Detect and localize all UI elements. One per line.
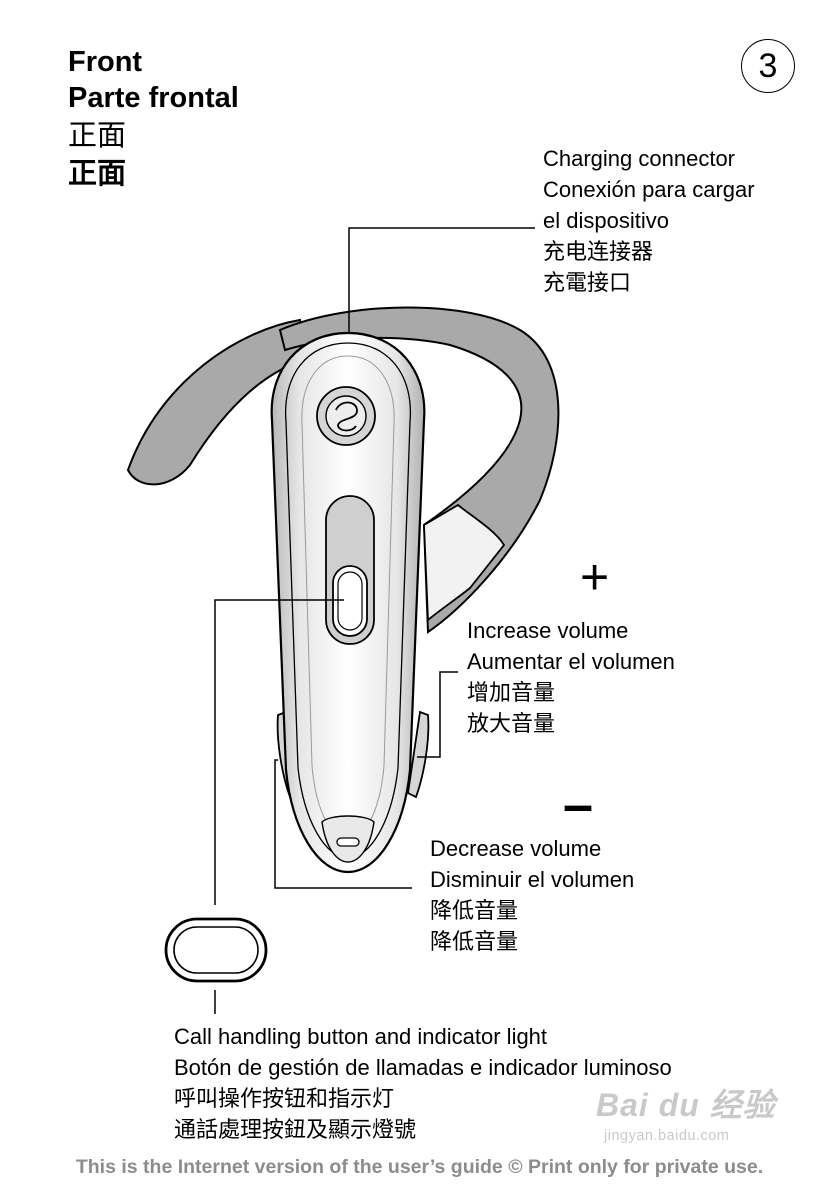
call-button-detail-icon	[164, 917, 268, 983]
title-front: Front	[68, 46, 143, 78]
charging-connector-es-1: Conexión para cargar	[543, 177, 755, 202]
increase-volume-es: Aumentar el volumen	[467, 649, 675, 674]
decrease-volume-zh-tw: 降低音量	[430, 929, 519, 954]
decrease-volume-es: Disminuir el volumen	[430, 867, 635, 892]
watermark-url: jingyan.baidu.com	[604, 1128, 730, 1144]
increase-volume-zh-cn: 增加音量	[467, 680, 556, 705]
call-button-zh-cn: 呼叫操作按钮和指示灯	[174, 1086, 395, 1111]
ear-hook	[126, 306, 560, 634]
call-button-zh-tw: 通話處理按鈕及顯示燈號	[174, 1117, 417, 1142]
minus-symbol: –	[563, 775, 594, 835]
plus-symbol: +	[580, 549, 610, 605]
charging-connector-es-2: el dispositivo	[543, 208, 669, 233]
baidu-watermark: Bai du 经验 jingyan.baidu.com	[590, 1066, 790, 1156]
charging-connector-zh-tw: 充電接口	[543, 270, 632, 295]
title-front-spanish: Parte frontal	[68, 82, 239, 114]
title-front-chinese-simplified: 正面	[68, 120, 127, 152]
sony-ericsson-logo-icon	[316, 386, 376, 446]
charging-connector-leader	[348, 227, 535, 333]
charging-connector-label: Charging connector Conexión para cargar …	[543, 143, 755, 298]
increase-volume-leader	[417, 671, 458, 758]
decrease-volume-zh-cn: 降低音量	[430, 898, 519, 923]
increase-volume-label: Increase volume Aumentar el volumen 增加音量…	[467, 615, 675, 739]
call-handling-button[interactable]	[332, 565, 368, 637]
increase-volume-en: Increase volume	[467, 618, 629, 643]
call-button-en: Call handling button and indicator light	[174, 1024, 548, 1049]
call-button-es: Botón de gestión de llamadas e indicador…	[174, 1055, 672, 1080]
increase-volume-zh-tw: 放大音量	[467, 711, 556, 736]
footer-notice: This is the Internet version of the user…	[75, 1156, 764, 1178]
decrease-volume-leader	[274, 759, 412, 889]
page-number-badge: 3	[741, 39, 795, 93]
call-button-leader	[214, 599, 344, 905]
baidu-logo-icon: Bai du 经验	[596, 1087, 776, 1123]
increase-volume-key[interactable]	[407, 710, 430, 799]
charging-connector-zh-cn: 充电连接器	[543, 239, 654, 264]
microphone-slot	[336, 837, 360, 847]
charging-connector-en: Charging connector	[543, 146, 736, 171]
call-button-label: Call handling button and indicator light…	[174, 1021, 672, 1145]
decrease-volume-label: Decrease volume Disminuir el volumen 降低音…	[430, 833, 634, 957]
title-front-chinese-traditional: 正面	[68, 158, 127, 190]
decrease-volume-en: Decrease volume	[430, 836, 602, 861]
